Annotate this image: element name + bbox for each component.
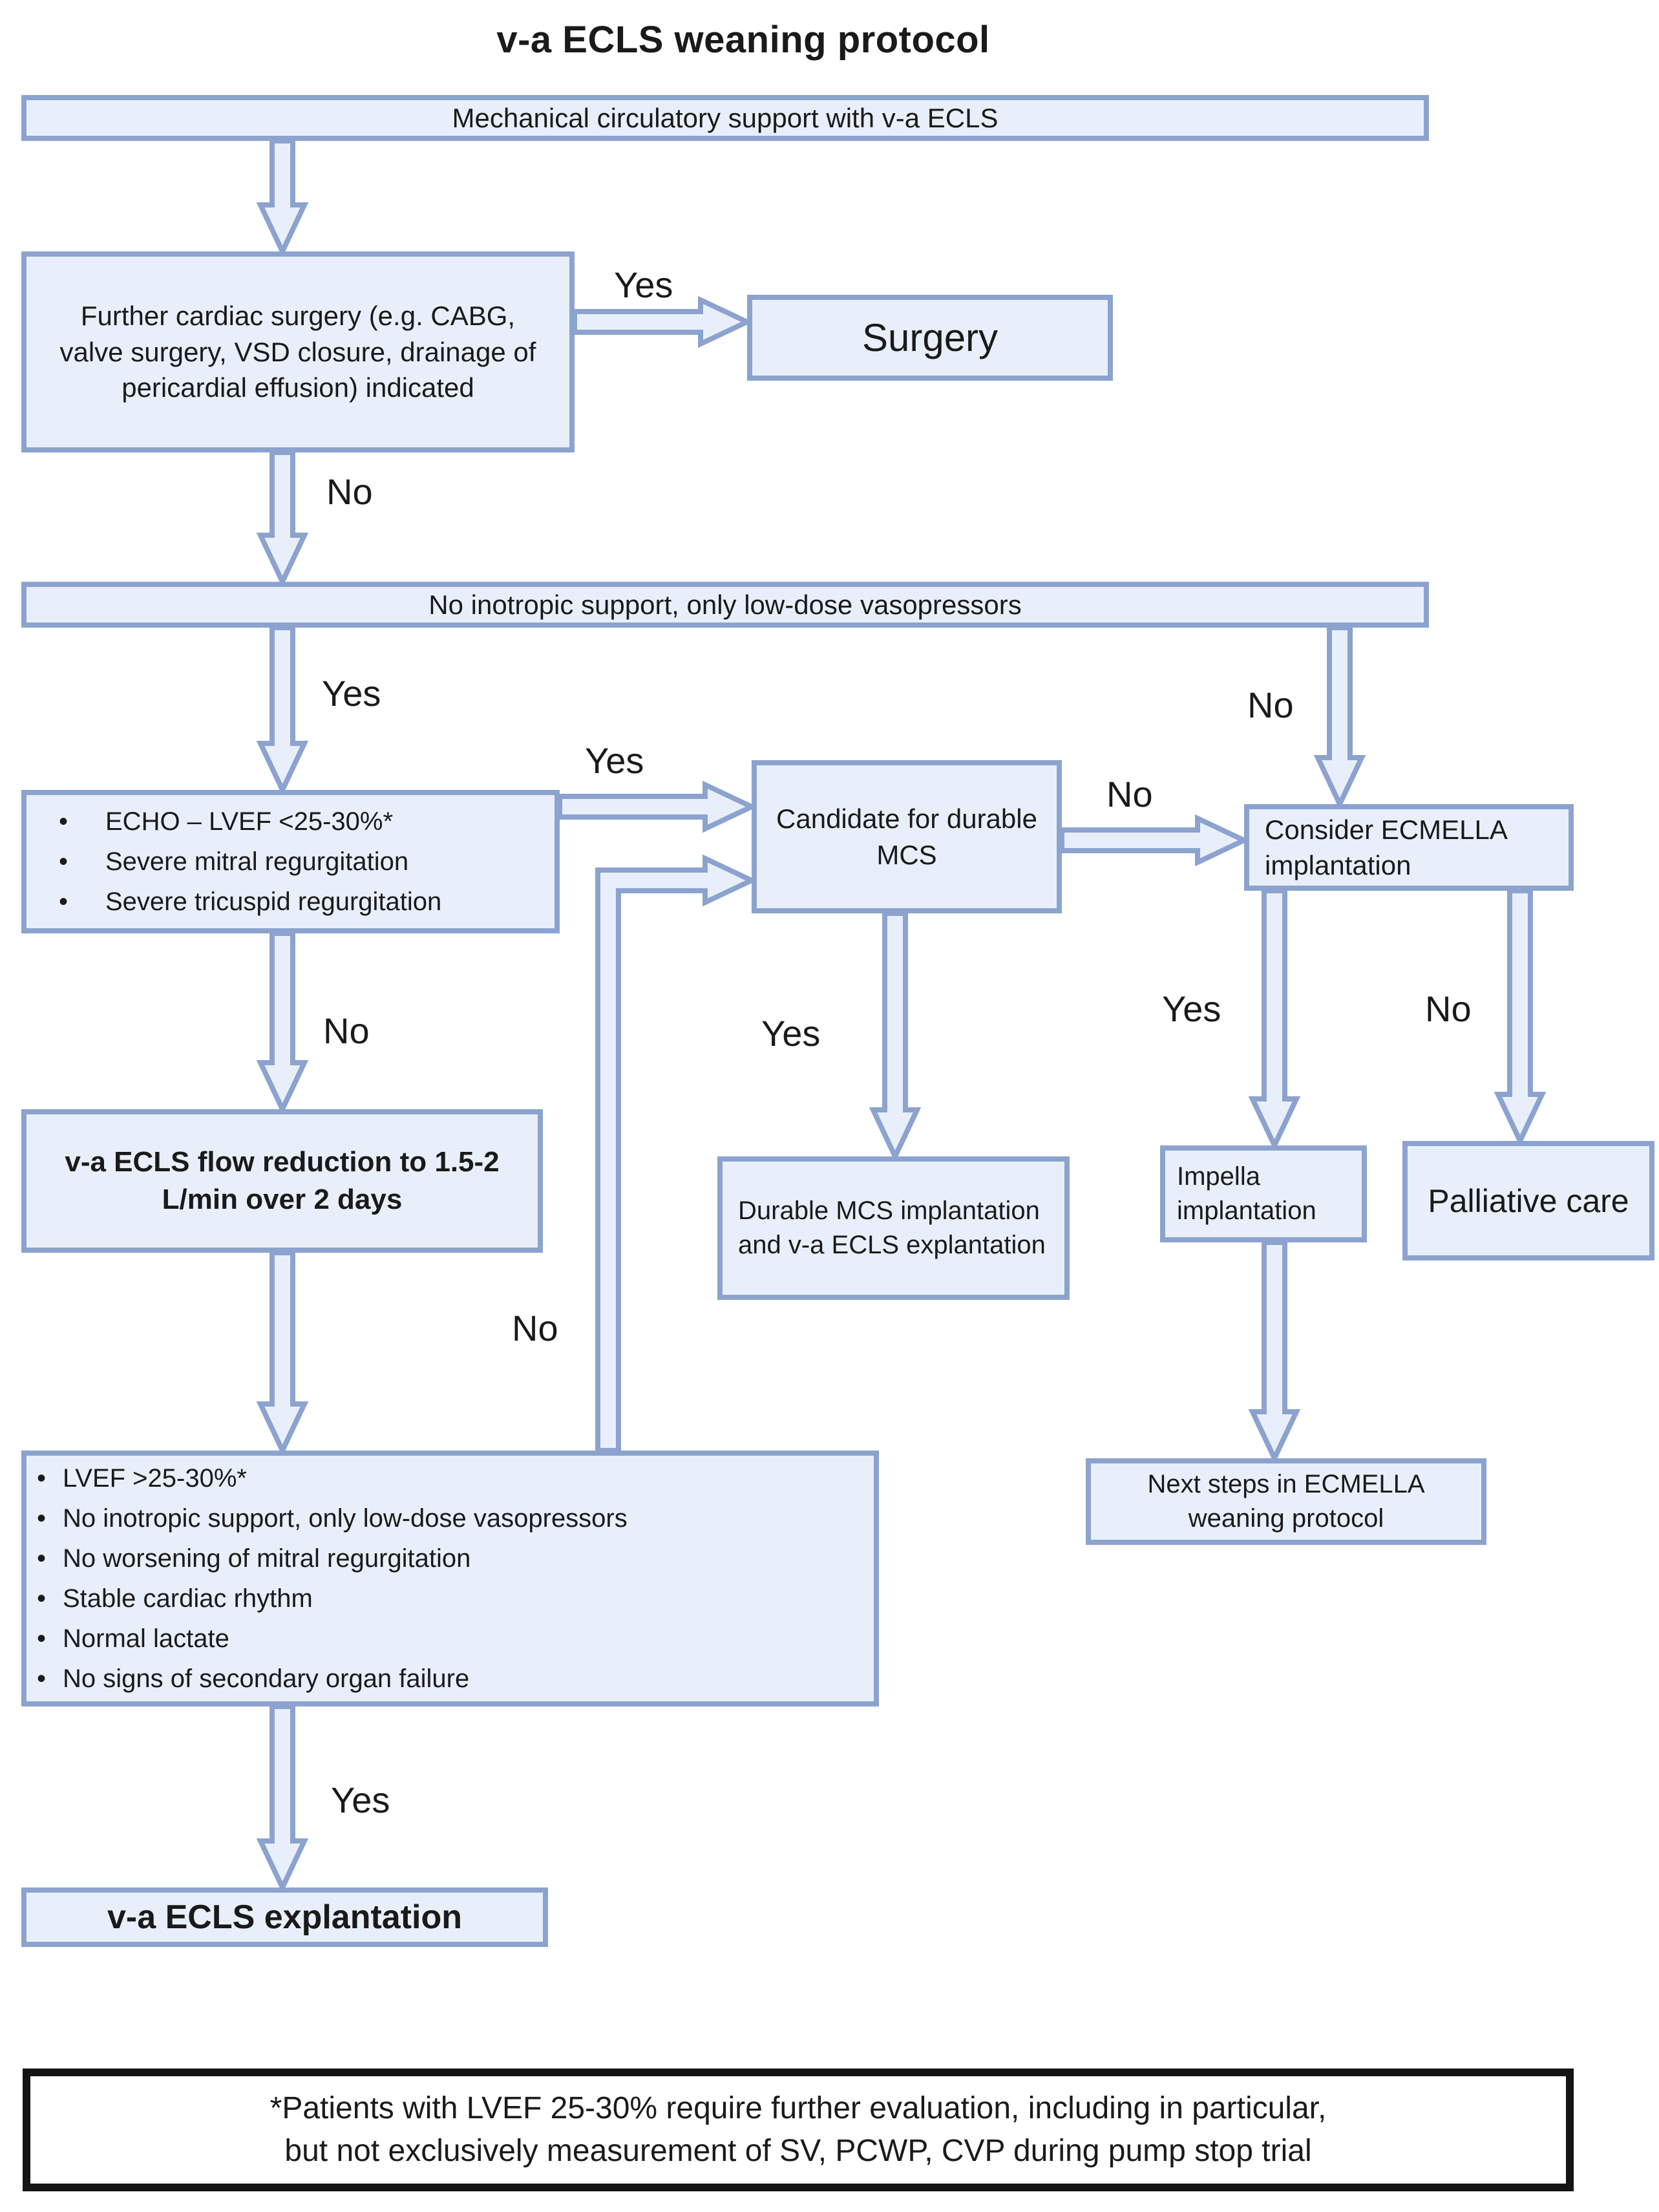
edge-label-inotropic-yes: Yes bbox=[322, 673, 381, 714]
edge-label-criteria-no: No bbox=[512, 1308, 558, 1348]
wean-criteria-list: LVEF >25-30%*No inotropic support, only … bbox=[33, 1458, 867, 1699]
node-explantation-label: v-a ECLS explantation bbox=[107, 1898, 462, 1936]
edge-label-surgery-no: No bbox=[326, 471, 373, 512]
node-no-inotropic: No inotropic support, only low-dose vaso… bbox=[21, 582, 1429, 628]
bullet-item: No signs of secondary organ failure bbox=[33, 1659, 867, 1699]
node-wean-criteria: LVEF >25-30%*No inotropic support, only … bbox=[21, 1451, 879, 1707]
node-consider-ecmella-label: Consider ECMELLA implantation bbox=[1265, 814, 1506, 880]
edge-label-ecmella-yes: Yes bbox=[1162, 988, 1221, 1029]
edge-label-inotropic-no: No bbox=[1247, 685, 1294, 725]
bullet-item: Severe tricuspid regurgitation bbox=[33, 882, 548, 922]
node-palliative-label: Palliative care bbox=[1428, 1182, 1629, 1219]
edge-label-candidate-no: No bbox=[1106, 774, 1153, 814]
node-surgery: Surgery bbox=[747, 295, 1113, 381]
edge-label-criteria-yes: Yes bbox=[331, 1780, 390, 1820]
bullet-item: No inotropic support, only low-dose vaso… bbox=[33, 1498, 867, 1538]
footnote-line-1: *Patients with LVEF 25-30% require furth… bbox=[269, 2090, 1327, 2125]
echo-criteria-list: ECHO – LVEF <25-30%*Severe mitral regurg… bbox=[33, 802, 548, 922]
arrow-no-to-inotropic-bar bbox=[256, 450, 309, 588]
node-next-steps-label: Next steps in ECMELLA weaning protocol bbox=[1147, 1470, 1425, 1533]
arrow-ecmella-no-to-palliative bbox=[1494, 888, 1547, 1147]
node-durable-mcs-label: Durable MCS implantation and v-a ECLS ex… bbox=[738, 1196, 1046, 1259]
edge-label-echo-yes: Yes bbox=[585, 740, 644, 781]
edge-label-surgery-yes: Yes bbox=[614, 264, 673, 305]
arrow-echo-yes-to-candidate bbox=[557, 780, 758, 833]
node-next-steps: Next steps in ECMELLA weaning protocol bbox=[1086, 1458, 1486, 1545]
footnote-box: *Patients with LVEF 25-30% require furth… bbox=[23, 2068, 1574, 2191]
node-no-inotropic-label: No inotropic support, only low-dose vaso… bbox=[428, 589, 1022, 620]
bullet-item: Normal lactate bbox=[33, 1619, 867, 1659]
node-mcs-support-label: Mechanical circulatory support with v-a … bbox=[452, 102, 999, 133]
arrow-criteria-yes-to-explantation bbox=[256, 1704, 309, 1894]
node-explantation: v-a ECLS explantation bbox=[21, 1888, 548, 1947]
node-flow-reduction: v-a ECLS flow reduction to 1.5-2 L/min o… bbox=[21, 1109, 543, 1253]
arrow-ecmella-yes-to-impella bbox=[1248, 888, 1301, 1152]
edge-label-echo-no: No bbox=[323, 1010, 370, 1051]
footnote-line-2: but not exclusively measurement of SV, P… bbox=[284, 2134, 1312, 2168]
arrow-candidate-yes-to-durable-mcs bbox=[869, 911, 922, 1163]
arrow-flow-reduction-to-criteria bbox=[256, 1250, 309, 1457]
node-durable-mcs: Durable MCS implantation and v-a ECLS ex… bbox=[717, 1156, 1070, 1300]
node-flow-reduction-label: v-a ECLS flow reduction to 1.5-2 L/min o… bbox=[65, 1145, 500, 1215]
node-surgery-label: Surgery bbox=[861, 315, 999, 359]
node-candidate-mcs: Candidate for durable MCS bbox=[752, 760, 1062, 913]
arrow-impella-to-next-steps bbox=[1248, 1240, 1301, 1465]
node-palliative: Palliative care bbox=[1402, 1141, 1654, 1260]
bullet-item: Severe mitral regurgitation bbox=[33, 842, 548, 882]
page-title: v-a ECLS weaning protocol bbox=[496, 19, 990, 61]
arrow-echo-no-to-flow-reduction bbox=[256, 931, 309, 1116]
arrow-yes-to-echo-criteria bbox=[256, 625, 309, 796]
bullet-item: No worsening of mitral regurgitation bbox=[33, 1538, 867, 1579]
node-impella: Impella implantation bbox=[1160, 1145, 1367, 1242]
node-candidate-mcs-label: Candidate for durable MCS bbox=[776, 803, 1037, 870]
node-further-surgery-label: Further cardiac surgery (e.g. CABG, valv… bbox=[59, 301, 536, 403]
edge-label-ecmella-no: No bbox=[1425, 988, 1472, 1029]
arrow-candidate-no-to-ecmella bbox=[1059, 814, 1251, 867]
arrow-criteria-no-return-to-candidate bbox=[595, 854, 758, 1453]
node-echo-criteria: ECHO – LVEF <25-30%*Severe mitral regurg… bbox=[21, 790, 560, 933]
edge-label-candidate-yes: Yes bbox=[761, 1013, 821, 1054]
bullet-item: LVEF >25-30%* bbox=[33, 1458, 867, 1498]
arrow-yes-to-surgery bbox=[572, 295, 754, 348]
bullet-item: ECHO – LVEF <25-30%* bbox=[33, 802, 548, 842]
node-impella-label: Impella implantation bbox=[1177, 1162, 1316, 1225]
node-mcs-support: Mechanical circulatory support with v-a … bbox=[21, 95, 1429, 141]
node-further-surgery: Further cardiac surgery (e.g. CABG, valv… bbox=[21, 251, 575, 452]
arrow-no-to-ecmella bbox=[1313, 625, 1366, 811]
bullet-item: Stable cardiac rhythm bbox=[33, 1579, 867, 1619]
arrow-start-to-surgery-question bbox=[256, 138, 309, 258]
node-consider-ecmella: Consider ECMELLA implantation bbox=[1244, 804, 1574, 891]
